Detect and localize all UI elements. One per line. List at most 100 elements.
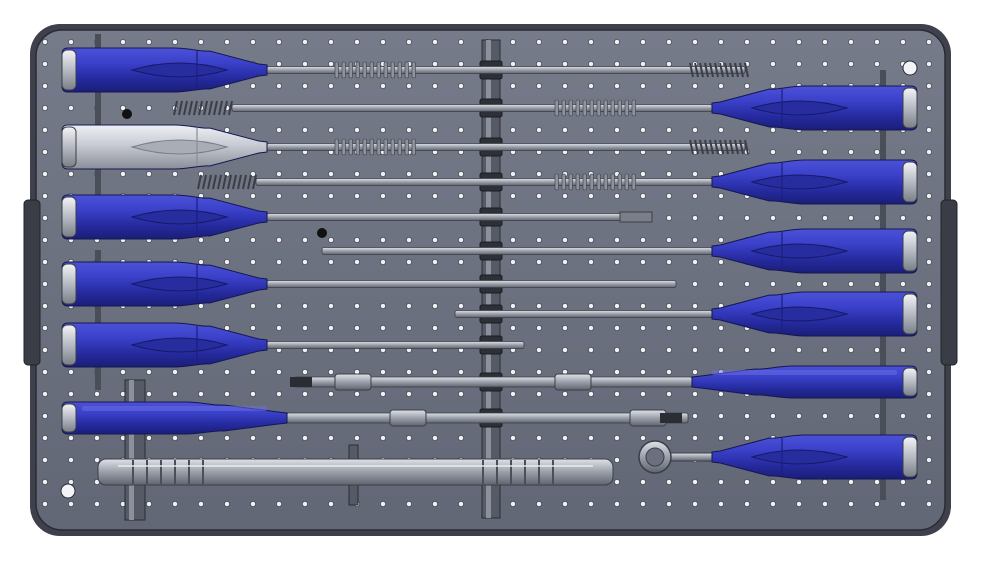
perforation-hole <box>328 83 334 89</box>
perforation-hole <box>198 435 204 441</box>
perforation-hole <box>926 435 932 441</box>
grip-contour <box>750 306 849 322</box>
perforation-hole <box>42 193 48 199</box>
perforation-hole <box>354 193 360 199</box>
perforation-hole <box>640 259 646 265</box>
perforation-hole <box>536 259 542 265</box>
perforation-hole <box>250 369 256 375</box>
perforation-hole <box>42 259 48 265</box>
handle-end-cap <box>61 403 77 433</box>
perforation-hole <box>328 369 334 375</box>
perforation-hole <box>822 215 828 221</box>
perforation-hole <box>42 325 48 331</box>
perforation-hole <box>510 369 516 375</box>
knurl <box>341 138 346 156</box>
perforation-hole <box>120 105 126 111</box>
perforation-hole <box>328 391 334 397</box>
perforation-hole <box>796 501 802 507</box>
perforation-hole <box>380 237 386 243</box>
perforation-hole <box>432 369 438 375</box>
perforation-hole <box>614 83 620 89</box>
perforation-hole <box>328 501 334 507</box>
perforation-hole <box>458 83 464 89</box>
shaft <box>231 104 713 112</box>
perforation-hole <box>614 193 620 199</box>
perforation-hole <box>354 303 360 309</box>
perforation-hole <box>250 237 256 243</box>
perforation-hole <box>796 347 802 353</box>
thread <box>232 174 237 190</box>
perforation-hole <box>380 39 386 45</box>
perforation-hole <box>406 127 412 133</box>
perforation-hole <box>614 61 620 67</box>
perforation-hole <box>354 435 360 441</box>
knurl <box>411 138 416 156</box>
perforation-hole <box>718 237 724 243</box>
thread <box>714 139 719 155</box>
perforation-hole <box>926 149 932 155</box>
knurl <box>383 61 388 79</box>
perforation-hole <box>900 215 906 221</box>
perforation-hole <box>900 347 906 353</box>
perforation-hole <box>640 193 646 199</box>
perforation-hole <box>926 369 932 375</box>
instrument-screwdriver <box>321 228 918 274</box>
perforation-hole <box>770 413 776 419</box>
perforation-hole <box>614 435 620 441</box>
perforation-hole <box>276 171 282 177</box>
grip-contour <box>130 62 229 78</box>
perforation-hole <box>536 193 542 199</box>
perforation-hole <box>380 325 386 331</box>
perforation-hole <box>848 479 854 485</box>
perforation-hole <box>588 391 594 397</box>
perforation-hole <box>94 391 100 397</box>
thread <box>709 139 714 155</box>
perforation-hole <box>354 171 360 177</box>
perforation-hole <box>926 193 932 199</box>
retaining-post-lower-left <box>124 379 146 521</box>
perforation-hole <box>796 61 802 67</box>
instrument-screwdriver <box>173 85 918 131</box>
perforation-hole <box>276 303 282 309</box>
perforation-hole <box>406 39 412 45</box>
perforation-hole <box>666 479 672 485</box>
knurl <box>589 173 594 191</box>
quick-connect-tip <box>660 413 682 423</box>
perforation-hole <box>302 325 308 331</box>
thread <box>212 174 217 190</box>
perforation-hole <box>354 237 360 243</box>
perforation-hole <box>588 303 594 309</box>
perforation-hole <box>406 83 412 89</box>
thread <box>694 62 699 78</box>
perforation-hole <box>692 303 698 309</box>
perforation-hole <box>822 281 828 287</box>
thread <box>202 174 207 190</box>
perforation-hole <box>276 39 282 45</box>
perforation-hole <box>614 391 620 397</box>
perforation-hole <box>198 501 204 507</box>
perforation-hole <box>432 127 438 133</box>
thread <box>709 62 714 78</box>
perforation-hole <box>250 193 256 199</box>
thread <box>689 139 694 155</box>
perforation-hole <box>718 193 724 199</box>
perforation-hole <box>718 39 724 45</box>
thread <box>724 139 729 155</box>
perforation-hole <box>510 127 516 133</box>
thread <box>719 139 724 155</box>
thread <box>729 139 734 155</box>
knurl <box>610 173 615 191</box>
perforation-hole <box>640 61 646 67</box>
perforation-hole <box>588 501 594 507</box>
perforation-hole <box>744 435 750 441</box>
perforation-hole <box>94 501 100 507</box>
perforation-hole <box>822 149 828 155</box>
thread <box>173 100 178 116</box>
perforation-hole <box>68 457 74 463</box>
perforation-hole <box>172 171 178 177</box>
perforation-hole <box>510 171 516 177</box>
perforation-hole <box>276 259 282 265</box>
knurl <box>334 61 339 79</box>
grip-contour <box>750 243 849 259</box>
